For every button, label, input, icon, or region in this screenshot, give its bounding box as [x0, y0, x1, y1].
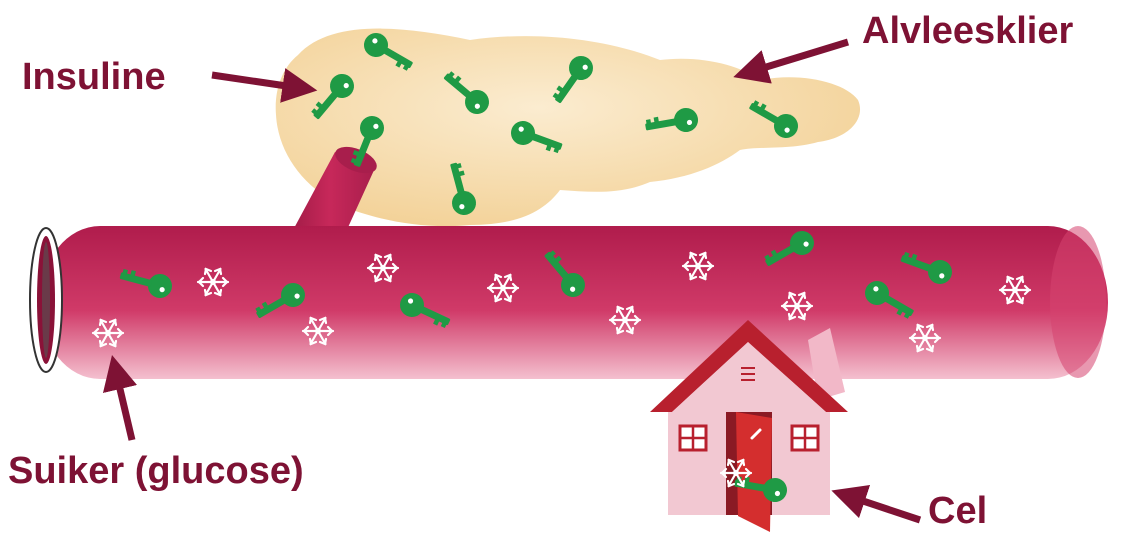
label-alvleesklier: Alvleesklier	[862, 12, 1073, 50]
label-insuline: Insuline	[22, 58, 166, 96]
label-cel: Cel	[928, 492, 987, 530]
label-suiker: Suiker (glucose)	[8, 452, 304, 490]
arrow-suiker	[116, 372, 132, 440]
arrow-alvleesklier	[750, 42, 848, 72]
blood-vessel	[40, 226, 1108, 379]
arrow-cel	[848, 496, 920, 520]
